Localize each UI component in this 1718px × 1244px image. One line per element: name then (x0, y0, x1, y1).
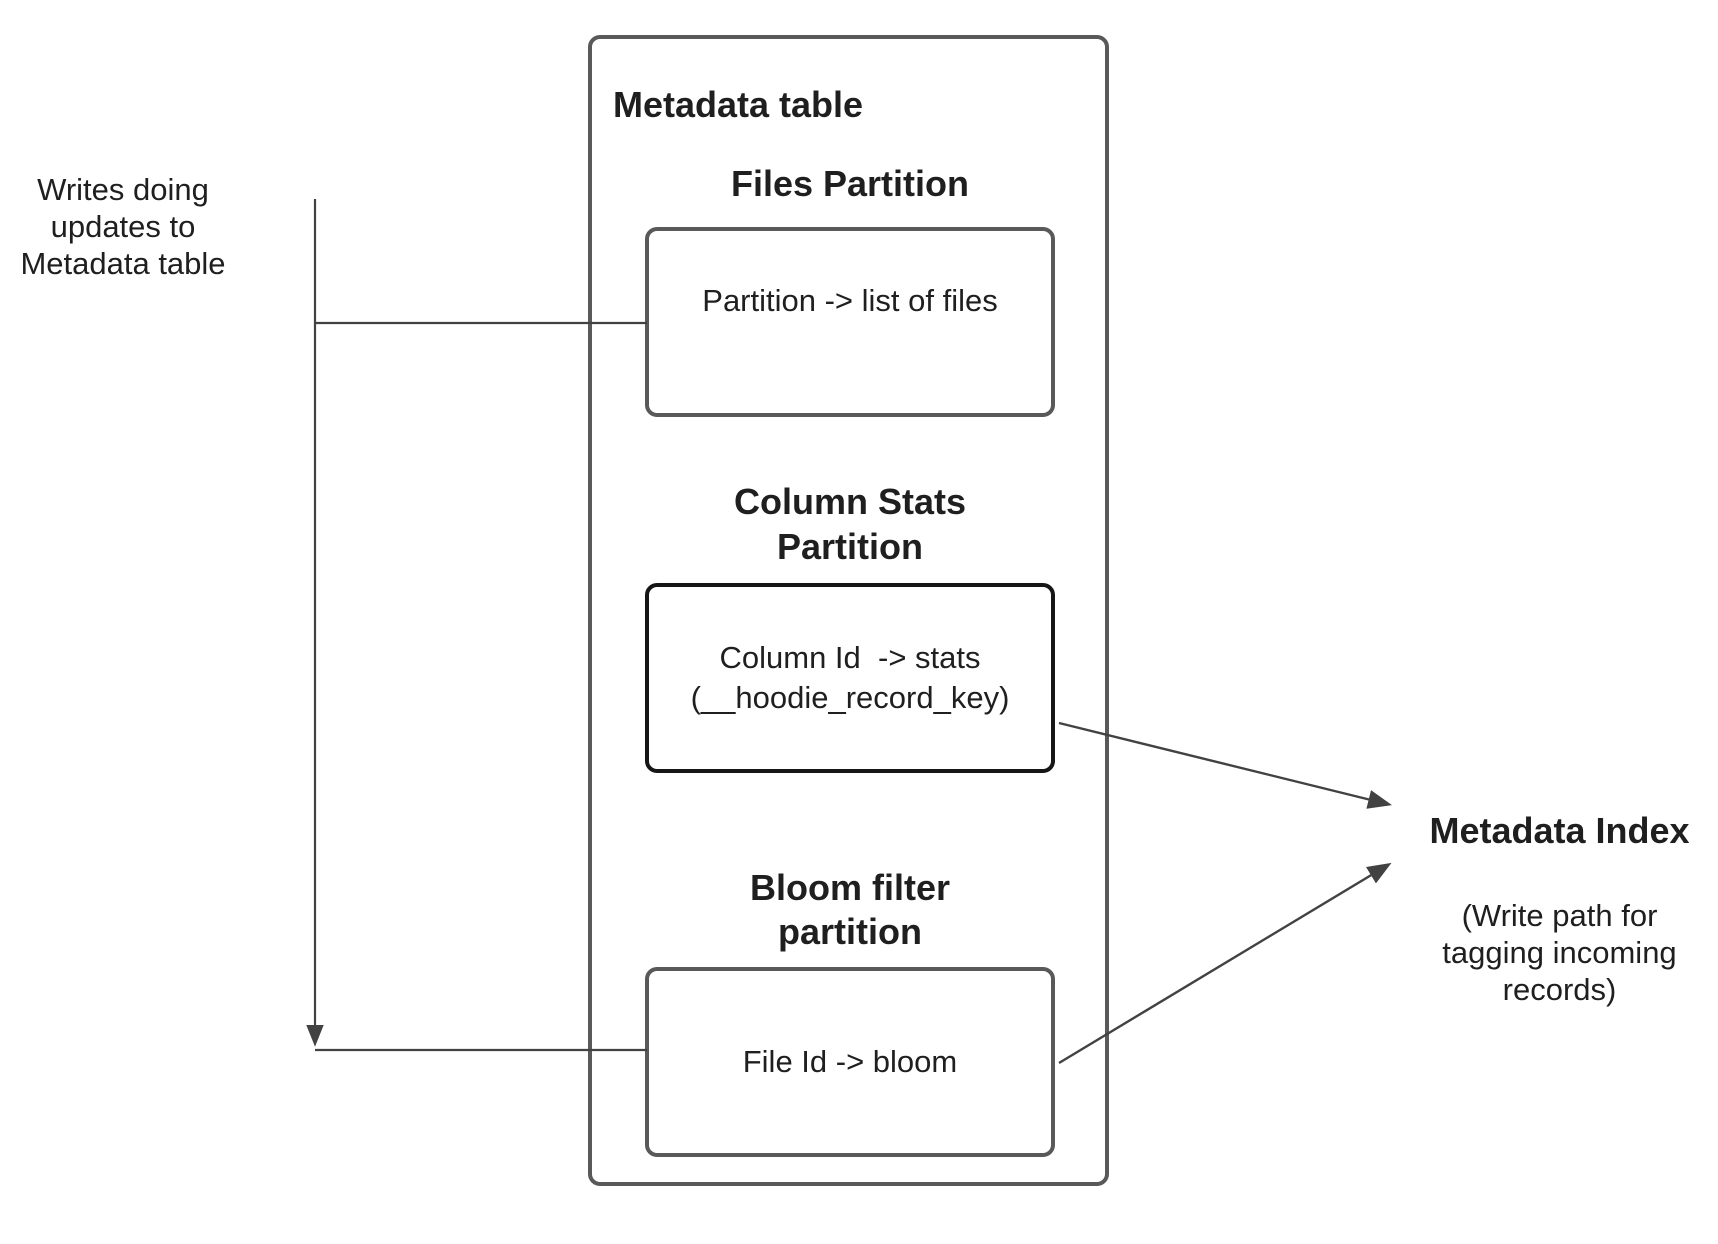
column-stats-partition-box: Column Id -> stats (__hoodie_record_key) (645, 583, 1055, 773)
bloom-filter-heading-line: Bloom filter (749, 867, 950, 908)
column-stats-heading-line: Column Stats (733, 481, 966, 522)
bloom-filter-partition-heading: Bloom filter partition (645, 866, 1055, 954)
metadata-index-note-line: records) (1502, 972, 1617, 1007)
files-partition-heading: Files Partition (730, 163, 970, 204)
column-stats-box-text-line: Column Id -> stats (719, 640, 981, 675)
metadata-table-box (588, 35, 1109, 1186)
files-partition-box-text: Partition -> list of files (702, 283, 998, 318)
writes-annotation-line: Writes doing (37, 172, 209, 207)
bloom-filter-heading-line: partition (778, 911, 922, 952)
column-stats-box-text-line: (__hoodie_record_key) (690, 680, 1010, 715)
bloom-filter-box-text: File Id -> bloom (742, 1044, 958, 1079)
metadata-index-title: Metadata Index (1429, 810, 1690, 851)
bloom-filter-partition-box: File Id -> bloom (645, 967, 1055, 1157)
column-stats-partition-heading: Column Stats Partition (645, 479, 1055, 569)
column-stats-heading-line: Partition (776, 526, 923, 567)
writes-annotation-line: updates to (50, 209, 196, 244)
files-partition-box: Partition -> list of files (645, 227, 1055, 417)
metadata-index-note-line: (Write path for (1461, 898, 1658, 933)
metadata-table-title: Metadata table (613, 84, 864, 125)
metadata-index-note-line: tagging incoming (1442, 935, 1677, 970)
metadata-index-note: (Write path for tagging incoming records… (1387, 897, 1718, 1008)
writes-annotation: Writes doing updates to Metadata table (10, 171, 236, 282)
writes-annotation-line: Metadata table (20, 246, 226, 281)
